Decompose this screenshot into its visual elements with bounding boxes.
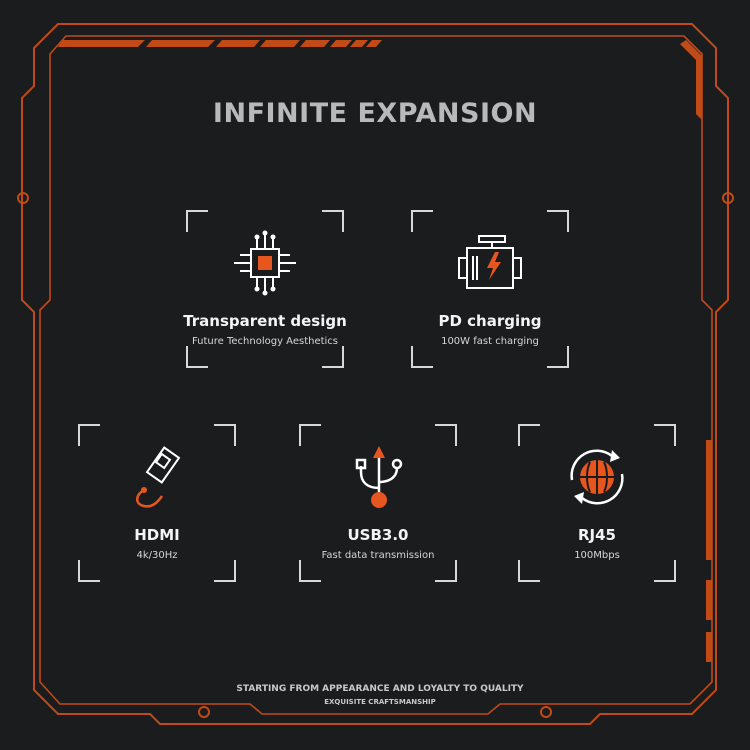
bracket-corner bbox=[435, 560, 457, 582]
feature-subtitle: 100Mbps bbox=[574, 550, 620, 561]
bracket-corner bbox=[654, 560, 676, 582]
feature-card-pd-charging: PD charging 100W fast charging bbox=[411, 210, 569, 368]
bracket-corner bbox=[322, 210, 344, 232]
feature-card-usb: USB3.0 Fast data transmission bbox=[299, 424, 457, 582]
globe-network-icon bbox=[570, 449, 624, 505]
bracket-corner bbox=[214, 560, 236, 582]
feature-card-hdmi: HDMI 4k/30Hz bbox=[78, 424, 236, 582]
bracket-corner bbox=[78, 424, 100, 446]
feature-title: RJ45 bbox=[577, 526, 616, 544]
usb-icon bbox=[355, 446, 403, 508]
bracket-corner bbox=[411, 346, 433, 368]
footer-subtagline: EXQUISITE CRAFTSMANSHIP bbox=[324, 698, 436, 706]
feature-subtitle: Fast data transmission bbox=[321, 550, 435, 561]
bracket-corner bbox=[78, 560, 100, 582]
bracket-corner bbox=[322, 346, 344, 368]
feature-title: USB3.0 bbox=[347, 526, 409, 544]
chip-icon bbox=[234, 230, 296, 296]
hdmi-cable-icon bbox=[136, 446, 181, 508]
bracket-corner bbox=[547, 210, 569, 232]
feature-subtitle: 4k/30Hz bbox=[136, 550, 178, 561]
bracket-corner bbox=[299, 560, 321, 582]
bracket-corner bbox=[654, 424, 676, 446]
page-title: INFINITE EXPANSION bbox=[212, 98, 538, 129]
bracket-corner bbox=[214, 424, 236, 446]
feature-subtitle: 100W fast charging bbox=[441, 336, 539, 347]
feature-title: HDMI bbox=[134, 526, 180, 544]
feature-subtitle: Future Technology Aesthetics bbox=[191, 336, 339, 347]
bracket-corner bbox=[518, 560, 540, 582]
bracket-corner bbox=[299, 424, 321, 446]
feature-card-rj45: RJ45 100Mbps bbox=[518, 424, 676, 582]
feature-title: PD charging bbox=[438, 312, 542, 330]
bracket-corner bbox=[186, 210, 208, 232]
feature-title: Transparent design bbox=[183, 312, 347, 330]
bracket-corner bbox=[186, 346, 208, 368]
footer-tagline: STARTING FROM APPEARANCE AND LOYALTY TO … bbox=[236, 684, 524, 694]
bracket-corner bbox=[518, 424, 540, 446]
bracket-corner bbox=[411, 210, 433, 232]
power-engine-icon bbox=[458, 235, 522, 289]
feature-card-transparent-design: Transparent design Future Technology Aes… bbox=[183, 210, 347, 368]
bracket-corner bbox=[547, 346, 569, 368]
bracket-corner bbox=[435, 424, 457, 446]
